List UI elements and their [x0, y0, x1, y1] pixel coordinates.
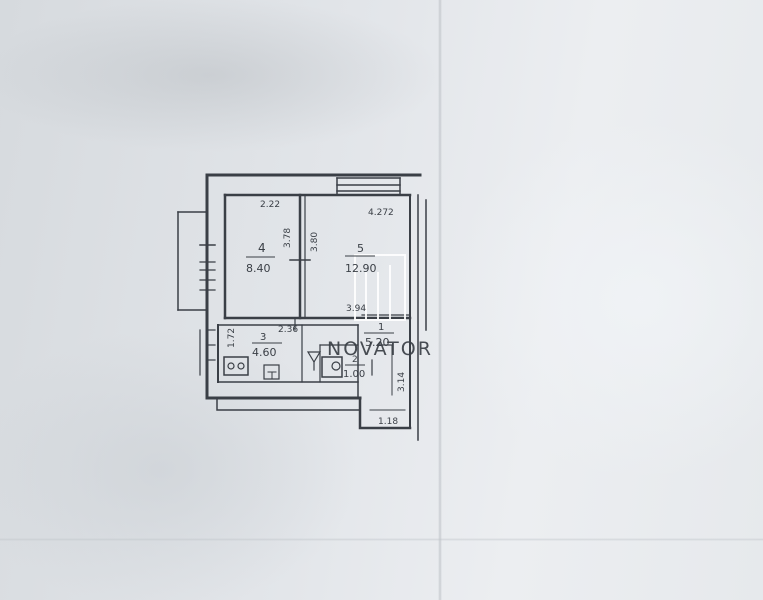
dim-room5-height: 3.80 — [310, 232, 320, 252]
dim-room4-height: 3.78 — [283, 228, 293, 248]
vent-fixture — [306, 351, 322, 371]
room-2-area: 1.00 — [343, 369, 365, 380]
top-window — [336, 177, 401, 196]
room-1-area: 5.20 — [365, 336, 390, 349]
stove-fixture — [223, 356, 249, 376]
room-3-number: 3 — [260, 332, 266, 343]
dim-top-right: 4.272 — [368, 208, 394, 218]
inner-walls — [217, 193, 412, 399]
dim-top-left: 2.22 — [260, 200, 280, 210]
room-4-area: 8.40 — [246, 262, 271, 275]
dimension-labels: 2.22 4.272 3.78 3.80 3.94 2.36 1.72 3.14… — [227, 200, 407, 427]
room-5-area: 12.90 — [345, 262, 377, 275]
room-3-area: 4.60 — [252, 346, 277, 359]
sink-fixture — [263, 364, 280, 380]
outer-walls — [205, 173, 427, 441]
dim-kitchen-height: 1.72 — [227, 328, 237, 348]
dim-kitchen-width: 2.36 — [278, 325, 298, 335]
room-4-number: 4 — [258, 241, 266, 255]
watermark-text: NOVATOR — [327, 338, 433, 360]
dim-corridor-width: 1.18 — [378, 417, 398, 427]
toilet-fixture — [321, 356, 343, 378]
room-1-number: 1 — [378, 322, 384, 333]
room-labels: 4 8.40 5 12.90 3 4.60 1 5.20 2 1.00 — [246, 241, 394, 380]
room-2-number: 2 — [352, 355, 358, 365]
dim-room5-small: 3.94 — [346, 304, 366, 314]
paper-fold-line — [438, 0, 442, 600]
paper-fold-line — [0, 538, 763, 541]
left-balcony — [177, 211, 216, 376]
door-marks — [289, 259, 411, 376]
dimension-lines — [369, 344, 406, 411]
watermark-logo — [354, 254, 406, 321]
room-5-number: 5 — [357, 242, 364, 255]
dim-hall-height: 3.14 — [397, 372, 407, 392]
